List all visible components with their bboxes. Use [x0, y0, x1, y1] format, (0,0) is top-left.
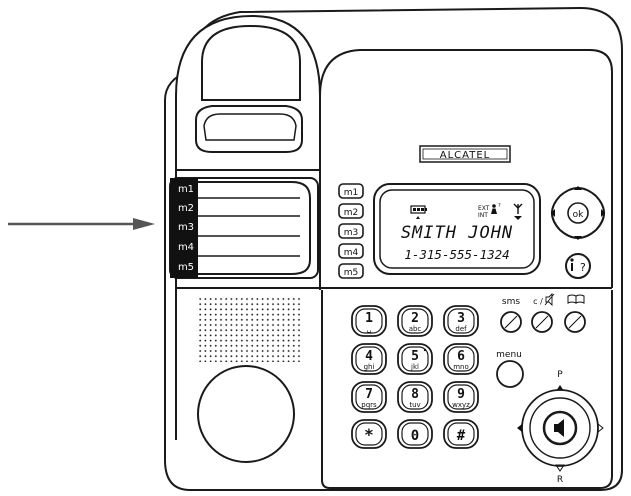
- svg-text:0: 0: [411, 428, 419, 444]
- phonebook-icon: [567, 294, 585, 304]
- key-star[interactable]: *: [351, 419, 387, 449]
- key-9[interactable]: 9 wxyz: [443, 381, 479, 413]
- brand-plate: ALCATEL: [419, 145, 511, 163]
- int-label: INT: [478, 212, 488, 219]
- memory-button-label: m1: [344, 188, 359, 198]
- memory-card-label-m1: m1: [178, 184, 194, 195]
- svg-text:6: 6: [457, 349, 465, 364]
- memory-button-label: m2: [344, 208, 359, 218]
- info-question-icon: ?: [580, 261, 586, 274]
- svg-text:wxyz: wxyz: [452, 401, 470, 409]
- ext-label: EXT: [478, 205, 490, 212]
- lcd-display: EXT INT ? SMITH JOHN 1-315-555-1324: [373, 183, 541, 275]
- key-0[interactable]: 0: [397, 419, 433, 449]
- svg-text:?: ?: [498, 203, 501, 209]
- key-1[interactable]: 1 ␣: [351, 305, 387, 337]
- speaker-grille: [196, 298, 300, 362]
- memory-button-m5[interactable]: m5: [338, 263, 364, 279]
- svg-text:5: 5: [411, 349, 419, 364]
- key-hash[interactable]: #: [443, 419, 479, 449]
- svg-text:␣: ␣: [367, 325, 371, 333]
- mute-label: c /: [533, 297, 543, 306]
- memory-button-m2[interactable]: m2: [338, 203, 364, 219]
- navigation-pad[interactable]: ok: [551, 186, 605, 240]
- memory-button-m4[interactable]: m4: [338, 243, 364, 259]
- volume-pad[interactable]: P R: [517, 370, 604, 485]
- ok-button[interactable]: [567, 202, 589, 224]
- svg-text:ghi: ghi: [364, 363, 375, 371]
- menu-label: menu: [496, 350, 522, 360]
- memory-button-label: m5: [344, 268, 359, 278]
- memory-button-m3[interactable]: m3: [338, 223, 364, 239]
- memory-label-card: m1 m2 m3 m4 m5: [169, 177, 319, 279]
- svg-text:9: 9: [457, 387, 465, 402]
- display-name: SMITH JOHN: [401, 223, 513, 243]
- svg-text:mno: mno: [453, 363, 469, 371]
- key-7[interactable]: 7 pqrs: [351, 381, 387, 413]
- handset[interactable]: [175, 14, 321, 171]
- keypad-panel: [321, 290, 613, 489]
- volume-down-icon[interactable]: [555, 464, 565, 472]
- memory-card-label-m3: m3: [178, 222, 194, 233]
- antenna-icon: [513, 203, 523, 220]
- memory-button-label: m3: [344, 228, 359, 238]
- key-6[interactable]: 6 mno: [443, 343, 479, 375]
- svg-text:4: 4: [365, 349, 373, 364]
- svg-text:def: def: [455, 325, 467, 333]
- svg-text:1: 1: [365, 311, 373, 326]
- volume-pad-top-label: P: [557, 370, 563, 380]
- base-foot: [197, 365, 295, 463]
- memory-button-m1[interactable]: m1: [338, 183, 364, 199]
- display-number: 1-315-555-1324: [404, 247, 509, 262]
- svg-text:jkl: jkl: [410, 363, 419, 371]
- memory-card-label-m5: m5: [178, 262, 194, 273]
- svg-text:7: 7: [365, 387, 373, 402]
- pointer-arrow: [8, 218, 155, 230]
- nav-left-icon[interactable]: [551, 209, 555, 217]
- svg-text:tuv: tuv: [409, 401, 420, 409]
- volume-pad-bottom-label: R: [557, 475, 563, 485]
- speaker-icon: [554, 419, 564, 437]
- key-4[interactable]: 4 ghi: [351, 343, 387, 375]
- panel-outline: [319, 49, 613, 288]
- memory-card-label-m4: m4: [178, 242, 194, 253]
- key-5[interactable]: 5 jkl: [397, 343, 433, 375]
- key-3[interactable]: 3 def: [443, 305, 479, 337]
- nav-up-icon[interactable]: [574, 186, 582, 190]
- svg-text:abc: abc: [409, 325, 422, 333]
- nav-right-icon[interactable]: [601, 209, 605, 217]
- svg-text:3: 3: [457, 311, 465, 326]
- memory-card-label-m2: m2: [178, 203, 194, 214]
- ok-label: ok: [573, 210, 585, 220]
- nav-down-icon[interactable]: [574, 236, 582, 240]
- mute-icon: [544, 292, 555, 307]
- brand-logo: ALCATEL: [440, 150, 490, 161]
- key-2[interactable]: 2 abc: [397, 305, 433, 337]
- menu-button[interactable]: [496, 360, 524, 388]
- sms-label: sms: [502, 297, 520, 307]
- svg-text:*: *: [364, 425, 374, 444]
- key-5-tactile-dot: [423, 348, 427, 352]
- svg-text:2: 2: [411, 311, 419, 326]
- intercom-icon: ?: [491, 203, 501, 214]
- info-button[interactable]: ?: [565, 253, 591, 279]
- volume-right-icon[interactable]: [597, 422, 604, 434]
- key-8[interactable]: 8 tuv: [397, 381, 433, 413]
- svg-text:#: #: [457, 428, 466, 444]
- battery-icon: [410, 205, 427, 219]
- volume-left-icon[interactable]: [517, 424, 522, 432]
- svg-text:8: 8: [411, 387, 419, 402]
- memory-button-label: m4: [344, 248, 359, 258]
- svg-text:pqrs: pqrs: [361, 401, 377, 409]
